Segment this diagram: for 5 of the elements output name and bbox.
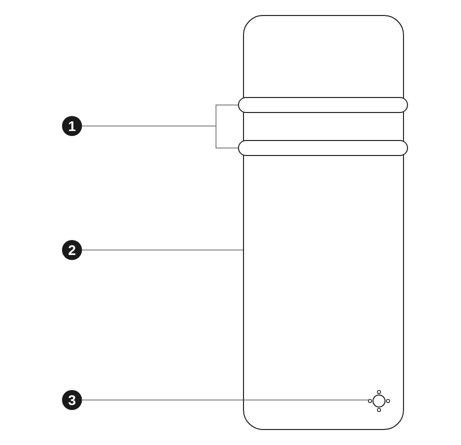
leader-line bbox=[82, 126, 238, 148]
callout-number: 1 bbox=[62, 116, 82, 136]
callout-number: 2 bbox=[62, 240, 82, 260]
callout-number: 3 bbox=[62, 390, 82, 410]
control-button-icon bbox=[371, 393, 387, 409]
